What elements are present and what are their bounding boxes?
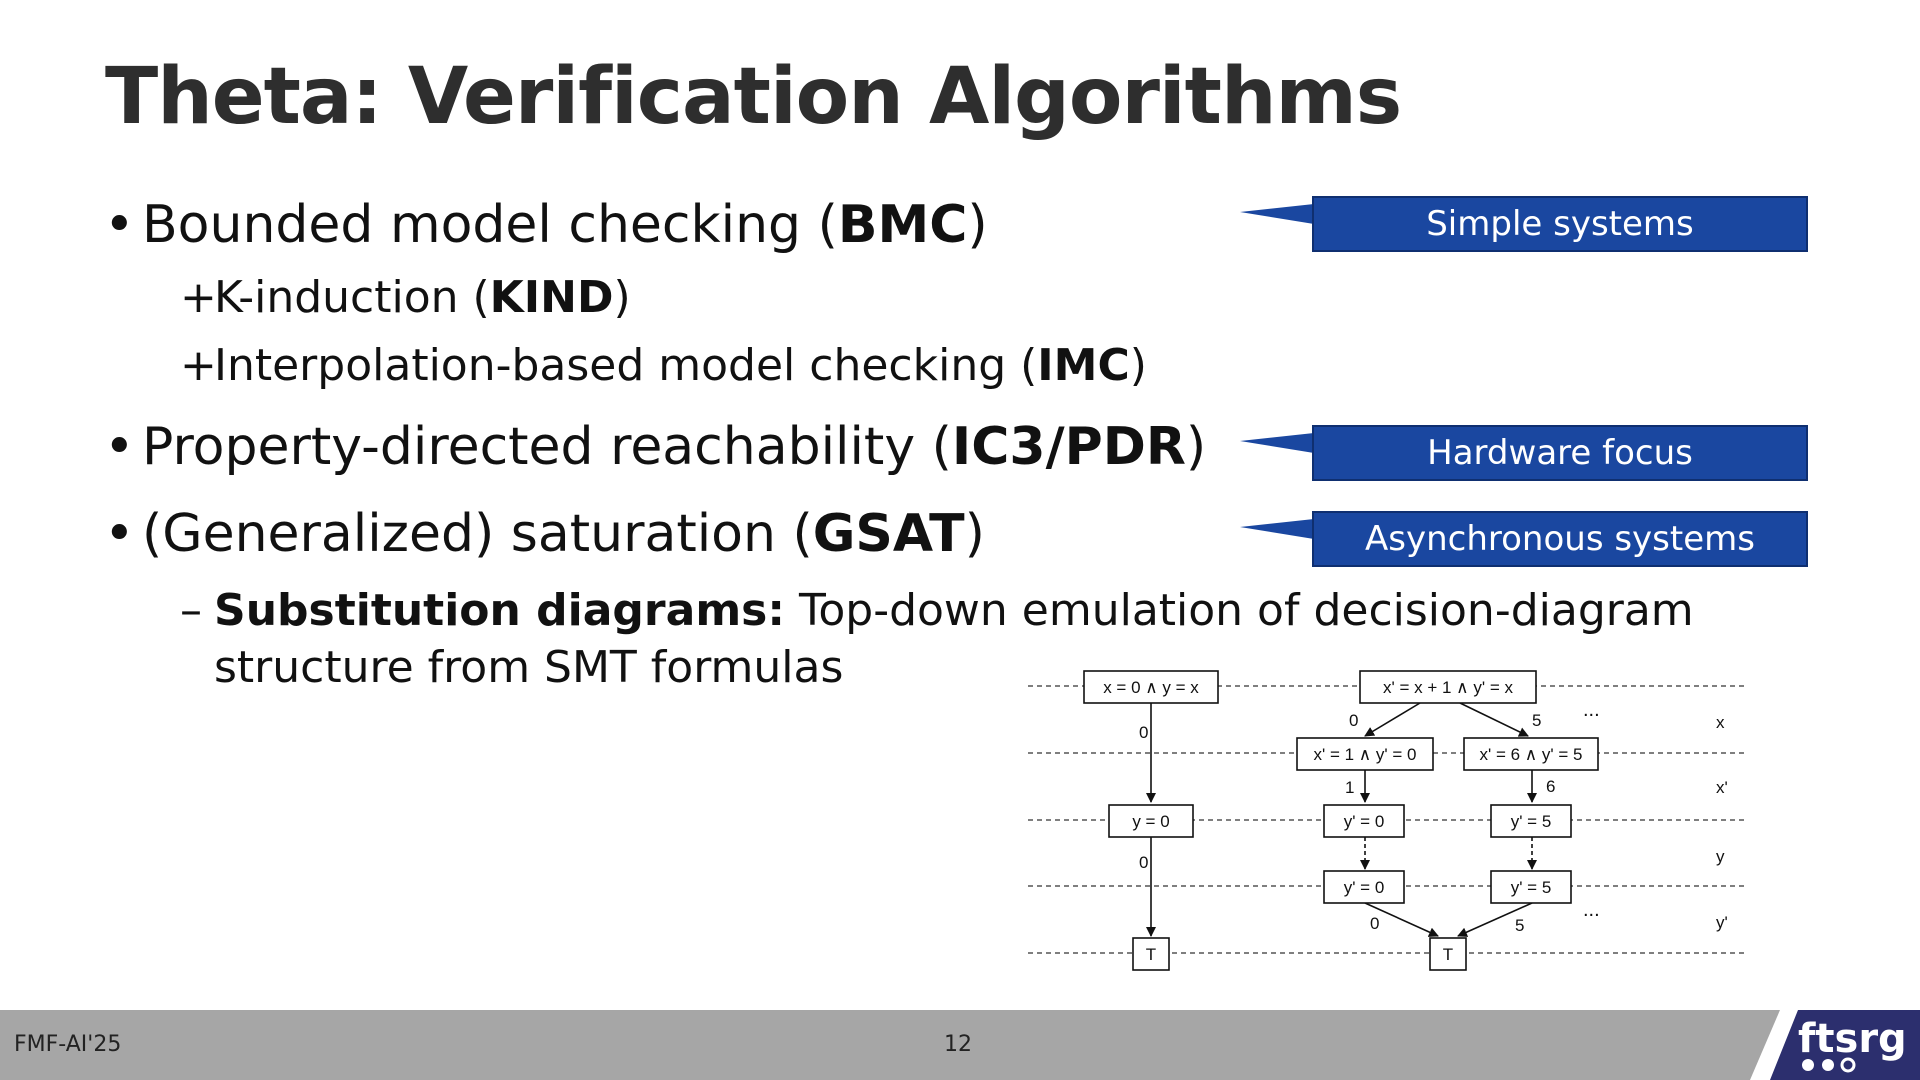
diagram-node: x' = 1 ∧ y' = 0 [1296,737,1434,771]
diagram-node-label: y' = 0 [1344,878,1385,897]
callout-pointer [1240,433,1314,453]
level-label: x' [1716,778,1728,797]
level-label: y' [1716,913,1728,932]
bullet-text: (Generalized) saturation ( [142,504,813,564]
bullet-text-end: ) [1185,417,1207,477]
bullet-gsat: •(Generalized) saturation (GSAT) [104,504,985,564]
diagram-node-label: y' = 5 [1511,812,1552,831]
edge-label: 5 [1515,916,1524,935]
diagram-node-label: x' = 6 ∧ y' = 5 [1479,745,1582,764]
bullet-text-end: ) [1129,340,1147,391]
edge-label: 1 [1345,778,1354,797]
diagram-nodes: x = 0 ∧ y = x x' = x + 1 ∧ y' = x x' = 1… [1083,670,1599,971]
bullet-bold: KIND [489,272,614,323]
edge-label: 0 [1139,853,1148,872]
bullet-text: Interpolation-based model checking ( [214,340,1038,391]
diagram-node: y' = 5 [1490,870,1572,904]
bullet-marker: • [104,195,135,255]
diagram-ellipsis: ... [1583,699,1600,721]
subbullet-kind: +K-induction (KIND) [180,272,631,323]
bullet-text: K-induction ( [214,272,490,323]
subbullet-substitution-continuation: structure from SMT formulas [214,642,844,693]
bullet-text-end: ) [964,504,985,564]
level-label: x [1716,713,1725,732]
bullet-marker: + [180,340,217,391]
diagram-node-label: y' = 5 [1511,878,1552,897]
diagram-node-label: x' = 1 ∧ y' = 0 [1313,745,1416,764]
bullet-text: Bounded model checking ( [142,195,838,255]
edge-label: 6 [1546,777,1555,796]
diagram-node-label: x' = x + 1 ∧ y' = x [1383,678,1513,697]
bullet-bold: Substitution diagrams: [214,585,785,636]
slide-title: Theta: Verification Algorithms [105,52,1402,142]
diagram-edge-labels: 0 0 5 1 6 0 0 5 [1139,711,1555,935]
edge-label: 0 [1370,914,1379,933]
level-label: y [1716,847,1725,866]
diagram-ellipsis: ... [1583,899,1600,921]
subbullet-substitution: –Substitution diagrams: Top-down emulati… [180,585,1694,636]
callout-pointer [1240,204,1314,224]
diagram-node: y' = 0 [1323,804,1405,838]
bullet-pdr: •Property-directed reachability (IC3/PDR… [104,417,1207,477]
diagram-node-label: T [1146,945,1156,964]
bullet-marker: + [180,272,217,323]
ftsrg-logo: ftsrg [1750,1010,1920,1080]
bullet-text: Property-directed reachability ( [142,417,952,477]
edge-label: 0 [1349,711,1358,730]
diagram-level-labels: x x' y y' [1716,713,1728,932]
footer-bar: FMF-AI'25 12 ftsrg [0,1010,1920,1080]
callout-label: Asynchronous systems [1312,511,1808,567]
diagram-node: y' = 5 [1490,804,1572,838]
substitution-diagram: x = 0 ∧ y = x x' = x + 1 ∧ y' = x x' = 1… [1028,670,1748,971]
callout-label: Simple systems [1312,196,1808,252]
diagram-edges [1146,702,1537,937]
diagram-node: y = 0 [1108,804,1194,838]
diagram-node-label: y = 0 [1132,812,1169,831]
bullet-marker: – [180,585,202,636]
edge-label: 5 [1532,711,1541,730]
diagram-node: x' = 6 ∧ y' = 5 [1463,737,1599,771]
bullet-bold: BMC [837,195,968,255]
bullet-bold: IC3/PDR [951,417,1186,477]
subbullet-imc: +Interpolation-based model checking (IMC… [180,340,1147,391]
edge-label: 0 [1139,723,1148,742]
bullet-text-end: ) [613,272,631,323]
diagram-node-terminal: T [1429,937,1467,971]
callout-pointer [1240,519,1314,539]
diagram-node: x = 0 ∧ y = x [1083,670,1219,704]
diagram-node-label: y' = 0 [1344,812,1385,831]
diagram-node-terminal: T [1132,937,1170,971]
footer-conference: FMF-AI'25 [14,1032,122,1057]
bullet-text-end: ) [967,195,988,255]
bullet-bold: IMC [1037,340,1130,391]
bullet-marker: • [104,504,135,564]
diagram-node: x' = x + 1 ∧ y' = x [1359,670,1537,704]
callout-hardware-focus: Hardware focus [1240,425,1810,481]
callout-simple-systems: Simple systems [1240,196,1810,252]
diagram-node-label: T [1443,945,1453,964]
footer-page-number: 12 [944,1032,972,1057]
bullet-bold: GSAT [812,504,965,564]
bullet-text: Top-down emulation of decision-diagram [784,585,1694,636]
diagram-node: y' = 0 [1323,870,1405,904]
callout-asynchronous-systems: Asynchronous systems [1240,511,1810,567]
logo-text: ftsrg [1798,1016,1907,1062]
callout-label: Hardware focus [1312,425,1808,481]
bullet-bmc: •Bounded model checking (BMC) [104,195,988,255]
diagram-node-label: x = 0 ∧ y = x [1103,678,1199,697]
bullet-marker: • [104,417,135,477]
